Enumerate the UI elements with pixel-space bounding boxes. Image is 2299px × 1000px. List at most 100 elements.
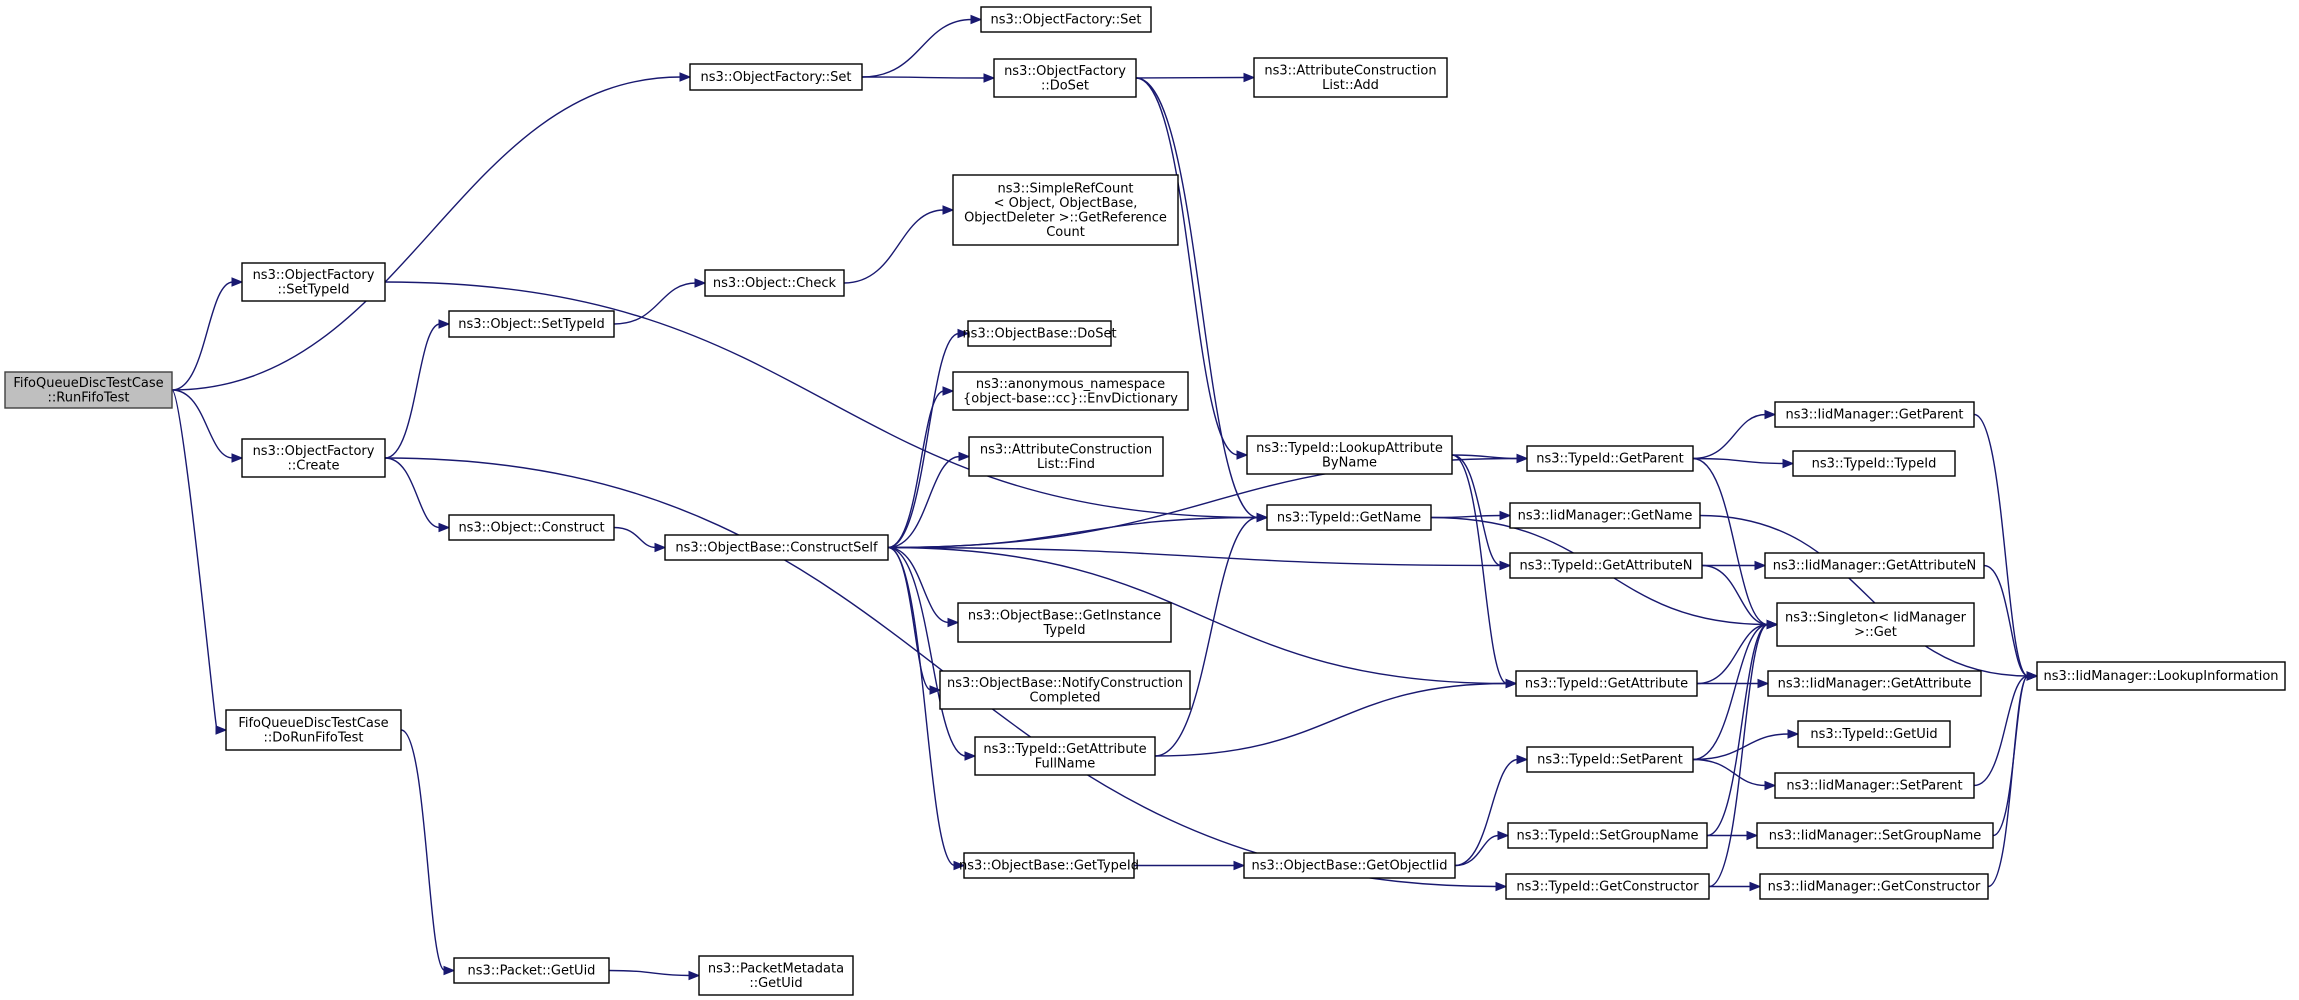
- edge-line: [1451, 454, 1508, 685]
- node-ns3-typeid-typeid[interactable]: ns3::TypeId::TypeId: [1792, 450, 1956, 477]
- node-ns3-objectfactory-settypeid[interactable]: ns3::ObjectFactory::SetTypeId: [241, 262, 386, 302]
- edge-line: [1987, 675, 2029, 888]
- node-label: ns3::TypeId::GetName: [1277, 511, 1421, 526]
- node-ns3-objectbase-constructself[interactable]: ns3::ObjectBase::ConstructSelf: [664, 534, 889, 561]
- edge-line: [400, 729, 446, 972]
- edge-n32-to-n41: [1973, 413, 2039, 681]
- node-ns3-iidmanager-setgroupname[interactable]: ns3::IidManager::SetGroupName: [1756, 822, 1994, 849]
- node-ns3-typeid-getattributen[interactable]: ns3::TypeId::GetAttributeN: [1509, 552, 1703, 579]
- node-fifoqueuedisctestcase-runfifotest[interactable]: FifoQueueDiscTestCase::RunFifoTest: [4, 371, 173, 409]
- node-ns3-typeid-getparent[interactable]: ns3::TypeId::GetParent: [1526, 445, 1694, 472]
- node-label: ns3::ObjectFactory::Set: [990, 13, 1141, 28]
- node-ns3-typeid-getuid[interactable]: ns3::TypeId::GetUid: [1797, 720, 1951, 748]
- node-ns3-iidmanager-getparent[interactable]: ns3::IidManager::GetParent: [1774, 401, 1975, 428]
- node-label: ns3::anonymous_namespace: [976, 377, 1165, 392]
- edge-arrowhead: [983, 73, 996, 83]
- edge-n8-to-n28: [1451, 454, 1518, 689]
- node-label: ns3::Packet::GetUid: [468, 964, 596, 979]
- edge-arrowhead: [1764, 780, 1777, 791]
- node-ns3-objectfactory-set[interactable]: ns3::ObjectFactory::Set: [689, 63, 863, 91]
- node-ns3-typeid-setparent[interactable]: ns3::TypeId::SetParent: [1526, 746, 1694, 773]
- node-box: [689, 63, 863, 91]
- node-box: [1243, 852, 1456, 879]
- node-ns3-typeid-getattribute[interactable]: ns3::TypeId::GetAttribute: [1515, 670, 1698, 697]
- node-ns3-objectfactory-create[interactable]: ns3::ObjectFactory::Create: [241, 438, 386, 478]
- node-box: [957, 602, 1172, 643]
- node-label: ns3::TypeId::SetParent: [1537, 753, 1683, 768]
- edge-line: [171, 389, 218, 731]
- edge-line: [1692, 758, 1767, 787]
- edge-arrowhead: [1256, 512, 1269, 523]
- node-ns3-anonymous-namespace-object-base-cc-envdictionary[interactable]: ns3::anonymous_namespace{object-base::cc…: [952, 371, 1189, 411]
- edge-line: [1706, 623, 1769, 837]
- node-label: ns3::Singleton< IidManager: [1785, 610, 1967, 625]
- node-ns3-iidmanager-getattribute[interactable]: ns3::IidManager::GetAttribute: [1767, 670, 1982, 697]
- node-label: ns3::IidManager::LookupInformation: [2043, 669, 2278, 684]
- node-ns3-typeid-getconstructor[interactable]: ns3::TypeId::GetConstructor: [1505, 873, 1710, 900]
- edge-n39-to-n41: [1992, 671, 2039, 837]
- node-box: [1509, 552, 1703, 579]
- node-box: [1759, 873, 1989, 900]
- edge-line: [1454, 834, 1500, 867]
- node-label: ns3::ObjectBase::NotifyConstruction: [947, 676, 1183, 691]
- edge-line: [861, 76, 986, 79]
- edge-arrowhead: [694, 278, 707, 288]
- edge-line: [887, 332, 960, 549]
- node-label: ns3::TypeId::TypeId: [1812, 457, 1937, 472]
- node-box: [1526, 445, 1694, 472]
- node-ns3-objectfactory-set[interactable]: ns3::ObjectFactory::Set: [980, 6, 1152, 33]
- node-ns3-object-construct[interactable]: ns3::Object::Construct: [448, 514, 615, 541]
- node-label: ns3::Object::Construct: [458, 521, 604, 536]
- edge-line: [1692, 733, 1790, 761]
- node-box: [974, 736, 1156, 776]
- node-ns3-iidmanager-lookupinformation[interactable]: ns3::IidManager::LookupInformation: [2036, 661, 2286, 691]
- node-box: [993, 58, 1137, 98]
- edge-arrowhead: [1499, 510, 1512, 521]
- node-fifoqueuedisctestcase-dorunfifotest[interactable]: FifoQueueDiscTestCase::DoRunFifoTest: [225, 709, 402, 751]
- edge-n29-to-n37: [1692, 729, 1800, 761]
- edge-arrowhead: [438, 522, 451, 533]
- edge-arrowhead: [942, 386, 955, 396]
- node-label: ::DoRunFifoTest: [264, 730, 364, 745]
- node-ns3-singleton-iidmanager-get[interactable]: ns3::Singleton< IidManager>::Get: [1776, 602, 1975, 647]
- node-ns3-packet-getuid[interactable]: ns3::Packet::GetUid: [453, 957, 610, 984]
- node-box: [967, 320, 1112, 347]
- edge-n3-to-n10: [384, 319, 451, 459]
- node-ns3-typeid-getname[interactable]: ns3::TypeId::GetName: [1266, 504, 1432, 531]
- node-ns3-iidmanager-getattributen[interactable]: ns3::IidManager::GetAttributeN: [1764, 552, 1985, 579]
- edge-n0-to-n4: [171, 389, 228, 735]
- node-ns3-objectbase-gettypeid[interactable]: ns3::ObjectBase::GetTypeId: [959, 852, 1139, 879]
- edge-arrowhead: [942, 205, 955, 215]
- node-ns3-objectbase-notifyconstruction-completed[interactable]: ns3::ObjectBase::NotifyConstructionCompl…: [939, 670, 1191, 710]
- node-ns3-iidmanager-getname[interactable]: ns3::IidManager::GetName: [1509, 502, 1701, 529]
- edge-n1-to-n5: [861, 14, 983, 78]
- node-label: ObjectDeleter >::GetReference: [964, 210, 1167, 225]
- node-label: ns3::IidManager::GetName: [1518, 509, 1693, 524]
- node-label: ByName: [1322, 455, 1377, 470]
- node-ns3-object-check[interactable]: ns3::Object::Check: [704, 269, 845, 297]
- node-ns3-iidmanager-setparent[interactable]: ns3::IidManager::SetParent: [1774, 772, 1975, 799]
- edge-line: [1701, 564, 1769, 626]
- node-ns3-objectfactory-doset[interactable]: ns3::ObjectFactory::DoSet: [993, 58, 1137, 98]
- node-ns3-simplerefcount-object-objectbase-objectdeleter-getreference-count[interactable]: ns3::SimpleRefCount< Object, ObjectBase,…: [952, 174, 1179, 246]
- node-ns3-object-settypeid[interactable]: ns3::Object::SetTypeId: [448, 310, 615, 338]
- node-ns3-objectbase-getobjectiid[interactable]: ns3::ObjectBase::GetObjectIid: [1243, 852, 1456, 879]
- edge-n20-to-n28: [1154, 678, 1518, 757]
- node-box: [225, 709, 402, 751]
- node-ns3-packetmetadata-getuid[interactable]: ns3::PacketMetadata::GetUid: [698, 955, 854, 996]
- edge-arrowhead: [958, 451, 971, 462]
- node-label: ns3::AttributeConstruction: [980, 442, 1152, 457]
- node-ns3-iidmanager-getconstructor[interactable]: ns3::IidManager::GetConstructor: [1759, 873, 1989, 900]
- node-label: ns3::ObjectFactory: [1004, 64, 1126, 79]
- node-ns3-objectbase-doset[interactable]: ns3::ObjectBase::DoSet: [962, 320, 1117, 347]
- node-label: ns3::IidManager::GetConstructor: [1768, 880, 1981, 895]
- edge-n14-to-n9: [887, 512, 1269, 549]
- node-ns3-typeid-setgroupname[interactable]: ns3::TypeId::SetGroupName: [1507, 822, 1708, 849]
- edge-line: [887, 546, 950, 624]
- node-label: ns3::SimpleRefCount: [997, 181, 1133, 196]
